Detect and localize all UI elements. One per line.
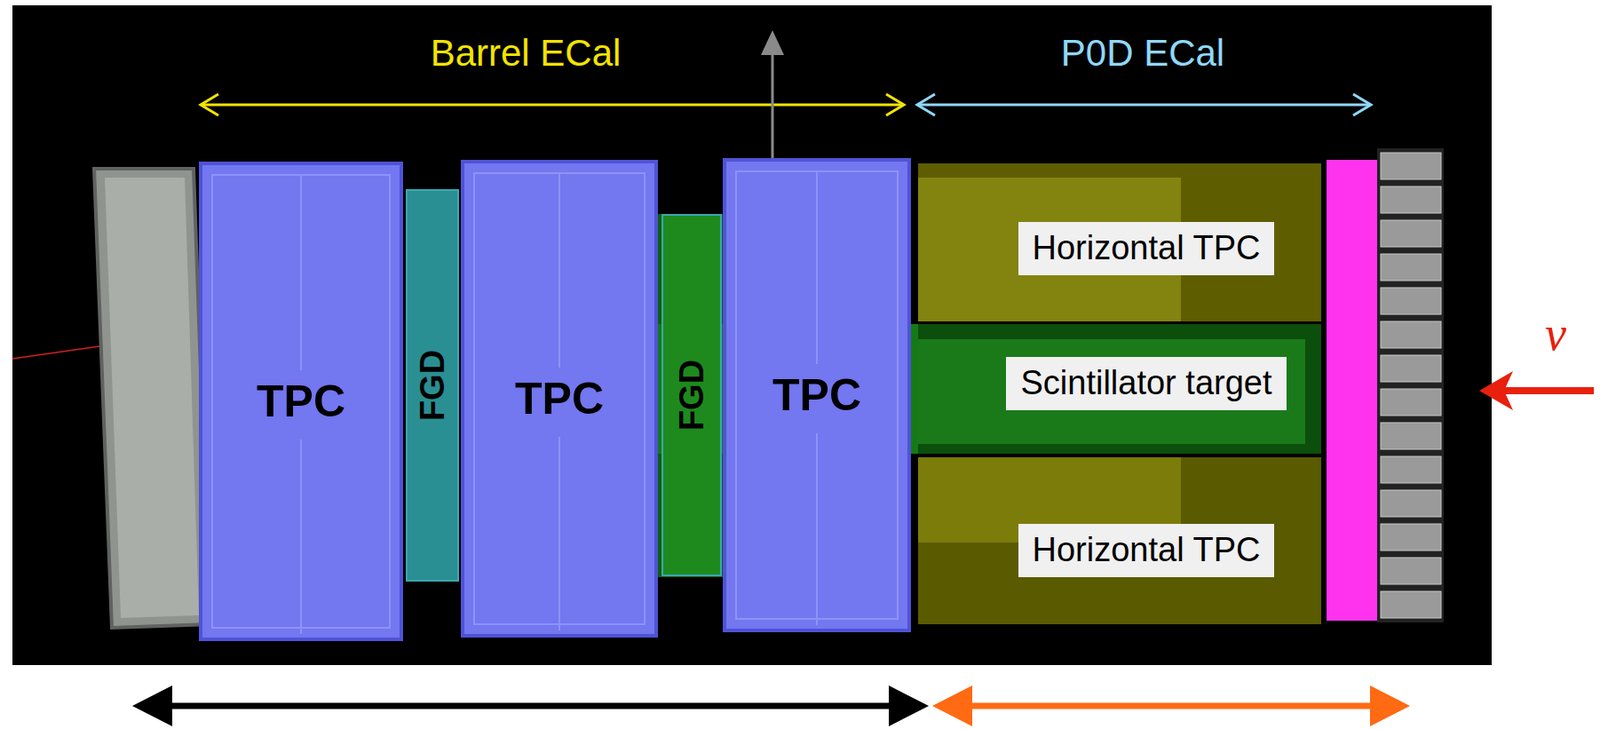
grey-block xyxy=(1380,186,1442,214)
tpc-divider xyxy=(558,174,561,368)
tpc-divider xyxy=(300,175,302,371)
tpc-divider xyxy=(300,439,302,634)
grey-block xyxy=(1380,253,1442,281)
arrow-head xyxy=(760,30,785,56)
grey-slab xyxy=(94,168,210,628)
arrow-head xyxy=(1479,371,1513,411)
span-arrow xyxy=(962,703,1379,710)
arrow-head xyxy=(886,94,904,116)
p0d-span-arrow xyxy=(917,103,1371,107)
scintillator-block xyxy=(918,324,1322,454)
track-line xyxy=(12,344,112,359)
grey-stack-back xyxy=(1377,148,1444,623)
barrel-span-arrow xyxy=(200,103,904,107)
arrow-head xyxy=(1353,94,1371,116)
grey-block xyxy=(1380,490,1442,517)
arrow-head xyxy=(200,94,219,116)
grey-slab-inner xyxy=(104,177,199,618)
arrow-head xyxy=(132,685,173,727)
tpc-module: TPC xyxy=(722,158,911,633)
arrow-head xyxy=(932,685,973,727)
grey-block xyxy=(1380,456,1442,484)
node-text: TPC xyxy=(256,375,346,428)
tpc-module: TPC xyxy=(460,159,658,638)
node-text: FGD xyxy=(415,349,450,421)
arrow-head xyxy=(888,685,929,727)
neutrino-beam-arrow xyxy=(1502,387,1594,395)
label-box: Scintillator target xyxy=(1005,356,1286,411)
grey-block xyxy=(1380,152,1442,180)
node-text: Horizontal TPC xyxy=(1032,229,1261,269)
arrow-head xyxy=(1370,685,1410,727)
node-text: TPC xyxy=(772,369,862,421)
region-label: Barrel ECal xyxy=(430,31,622,75)
grey-block xyxy=(1380,557,1442,585)
grey-block xyxy=(1380,591,1442,618)
tpc-module: TPC xyxy=(198,161,404,642)
region-label: P0D ECal xyxy=(1061,31,1225,75)
olive-block xyxy=(918,457,1322,625)
grey-block xyxy=(1380,355,1442,382)
grey-block xyxy=(1380,422,1442,450)
scintillator-block-light xyxy=(918,339,1306,444)
grey-block xyxy=(1380,523,1442,551)
node-text: Horizontal TPC xyxy=(1032,530,1261,571)
span-arrow xyxy=(164,703,899,710)
fgd-module: FGD xyxy=(405,189,460,582)
grey-block xyxy=(1380,388,1442,416)
olive-block xyxy=(918,163,1322,322)
black-ground xyxy=(12,5,1492,666)
node-text: Scintillator target xyxy=(1020,364,1272,404)
fgd-module: FGD xyxy=(661,213,722,577)
node-text: FGD xyxy=(674,359,709,431)
tpc-divider xyxy=(815,433,818,626)
label-box: Horizontal TPC xyxy=(1018,221,1276,276)
node-text: TPC xyxy=(514,372,604,425)
grey-block xyxy=(1380,321,1442,349)
grey-block xyxy=(1380,220,1442,247)
pink-bar xyxy=(1326,159,1378,621)
tpc-divider xyxy=(558,436,561,631)
vertical-axis-arrow xyxy=(771,51,775,159)
grey-block xyxy=(1380,287,1442,315)
arrow-head xyxy=(917,94,935,116)
neutrino-symbol: ν xyxy=(1544,306,1567,362)
tpc-divider xyxy=(815,172,818,365)
label-box: Horizontal TPC xyxy=(1018,523,1276,578)
